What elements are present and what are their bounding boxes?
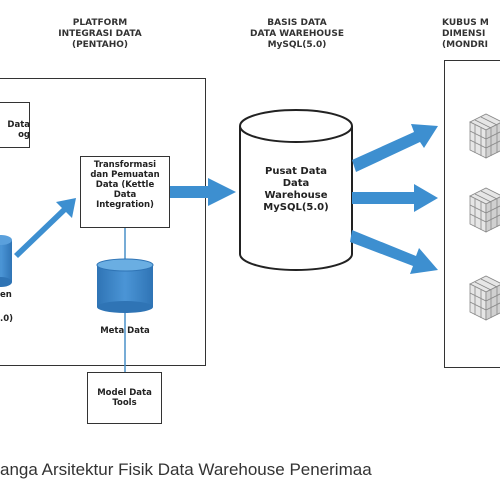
meta-data-cylinder <box>96 258 154 313</box>
arrow-transform-to-warehouse <box>170 178 236 206</box>
figure-caption: anga Arsitektur Fisik Data Warehouse Pen… <box>0 460 372 479</box>
source-db-cylinder <box>0 235 12 287</box>
model-tools-box <box>87 372 162 424</box>
arrow-warehouse-to-cube-mid <box>352 184 438 212</box>
cube-middle <box>469 187 500 233</box>
platform-header: PLATFORM INTEGRASI DATA (PENTAHO) <box>58 18 142 50</box>
warehouse-db-label: Pusat Data Data Warehouse MySQL(5.0) <box>263 166 329 213</box>
arrow-warehouse-to-cube-bottom <box>350 230 438 274</box>
transform-box <box>80 156 170 228</box>
cube-header: KUBUS M DIMENSI (MONDRI <box>442 18 489 50</box>
source-data-box <box>0 102 30 148</box>
cube-top <box>469 113 500 159</box>
source-db-label: en <box>0 290 12 300</box>
arrow-source-to-transform <box>14 198 76 258</box>
source-data-label: Data og <box>7 120 30 140</box>
cube-bottom <box>469 275 500 321</box>
warehouse-header: BASIS DATA DATA WAREHOUSE MySQL(5.0) <box>250 18 344 50</box>
transform-label: Transformasi dan Pemuatan Data (Kettle D… <box>90 160 160 210</box>
warehouse-cylinder <box>239 109 353 271</box>
model-tools-label: Model Data Tools <box>97 388 152 408</box>
meta-data-label: Meta Data <box>100 326 150 336</box>
source-db-version: .0) <box>0 314 14 324</box>
arrow-warehouse-to-cube-top <box>352 124 438 172</box>
